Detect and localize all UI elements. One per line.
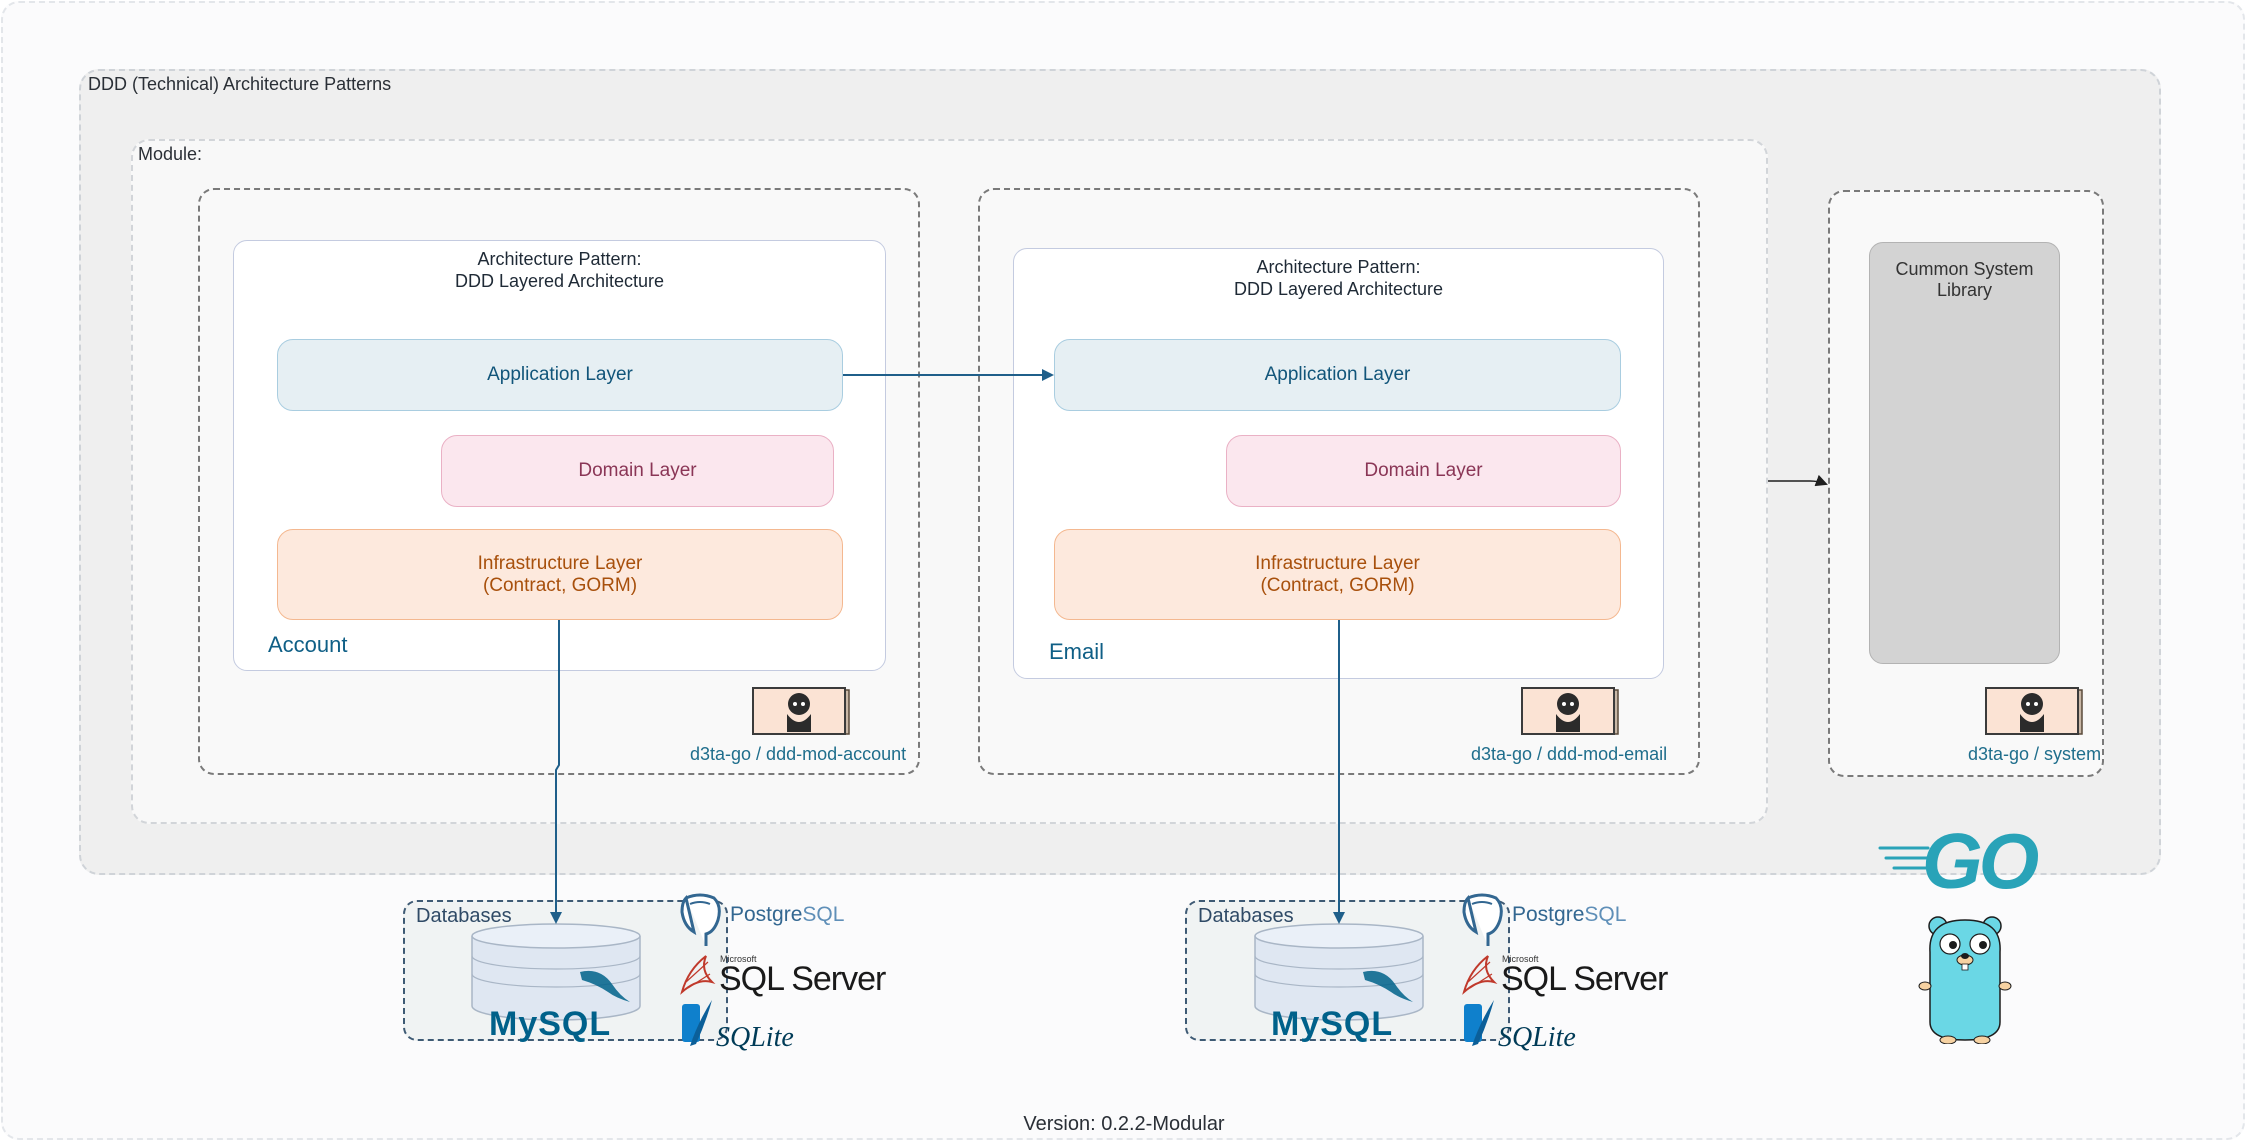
email-pattern-title: Architecture Pattern: DDD Layered Archit… (1013, 256, 1664, 300)
postgresql-elephant-icon (680, 893, 721, 946)
account-domain-layer[interactable]: Domain Layer (441, 435, 834, 507)
email-domain-layer[interactable]: Domain Layer (1226, 435, 1621, 507)
email-module-label: Email (1049, 639, 1105, 664)
email-application-layer[interactable]: Application Layer (1054, 339, 1621, 411)
sqlite-logo: SQLite (1498, 1022, 1576, 1053)
account-application-layer[interactable]: Application Layer (277, 339, 843, 411)
email-infra-line1: Infrastructure Layer (1255, 552, 1420, 574)
sql-server-microsoft-label: Microsoft (720, 954, 757, 964)
arrow-module-to-system-library (1768, 474, 1828, 487)
sql-server-icon (680, 955, 716, 995)
database-cylinder-icon (1254, 923, 1424, 1021)
sqlite-feather-icon (682, 1000, 712, 1046)
postgresql-logo: PostgreSQL (1512, 903, 1626, 927)
go-logo: GO (1922, 817, 2039, 905)
account-infra-line2: (Contract, GORM) (482, 574, 638, 596)
mysql-logo: MySQL (489, 1005, 612, 1043)
account-repo-label[interactable]: d3ta-go / ddd-mod-account (690, 744, 907, 764)
email-infra-line2: (Contract, GORM) (1260, 574, 1415, 596)
postgresql-logo-part2: SQL (1584, 903, 1627, 926)
github-octocat-icon (1521, 687, 1619, 735)
database-cylinder-icon (471, 923, 641, 1021)
postgresql-logo-part1: Postgre (730, 903, 803, 926)
account-pattern-line2: DDD Layered Architecture (454, 271, 665, 291)
account-infra-line1: Infrastructure Layer (477, 552, 643, 574)
email-pattern-line2: DDD Layered Architecture (1233, 279, 1444, 299)
system-line1: Cummon System (1895, 259, 2034, 279)
account-pattern-title: Architecture Pattern: DDD Layered Archit… (233, 248, 886, 292)
mysql-logo: MySQL (1271, 1005, 1394, 1043)
postgresql-logo-part2: SQL (802, 903, 845, 926)
sqlite-logo: SQLite (716, 1022, 794, 1053)
go-gopher-icon (1918, 916, 2012, 1044)
common-system-library[interactable]: Cummon System Library (1869, 242, 2060, 664)
account-module-label: Account (268, 632, 348, 657)
system-repo-label[interactable]: d3ta-go / system (1968, 744, 2102, 764)
ddd-patterns-title: DDD (Technical) Architecture Patterns (88, 74, 392, 94)
postgresql-elephant-icon (1462, 893, 1503, 946)
sql-server-logo: SQL Server (719, 960, 886, 998)
sql-server-logo: SQL Server (1501, 960, 1668, 998)
go-speed-lines-icon (1878, 846, 1930, 870)
email-repo-label[interactable]: d3ta-go / ddd-mod-email (1471, 744, 1668, 764)
github-octocat-icon (752, 687, 850, 735)
account-infrastructure-layer[interactable]: Infrastructure Layer (Contract, GORM) (277, 529, 843, 620)
databases-title-email: Databases (1198, 905, 1294, 927)
arrow-account-infra-to-databases (550, 620, 562, 924)
email-infrastructure-layer[interactable]: Infrastructure Layer (Contract, GORM) (1054, 529, 1621, 620)
databases-title-account: Databases (416, 905, 512, 927)
sql-server-icon (1462, 955, 1498, 995)
sqlite-feather-icon (1464, 1000, 1494, 1046)
postgresql-logo: PostgreSQL (730, 903, 844, 927)
account-pattern-line1: Architecture Pattern: (477, 249, 642, 269)
github-octocat-icon (1985, 687, 2083, 735)
system-line2: Library (1936, 280, 1993, 300)
module-title: Module: (138, 144, 203, 164)
postgresql-logo-part1: Postgre (1512, 903, 1585, 926)
email-pattern-line1: Architecture Pattern: (1256, 257, 1421, 277)
version-label: Version: 0.2.2-Modular (1023, 1113, 1225, 1135)
sql-server-microsoft-label: Microsoft (1502, 954, 1539, 964)
